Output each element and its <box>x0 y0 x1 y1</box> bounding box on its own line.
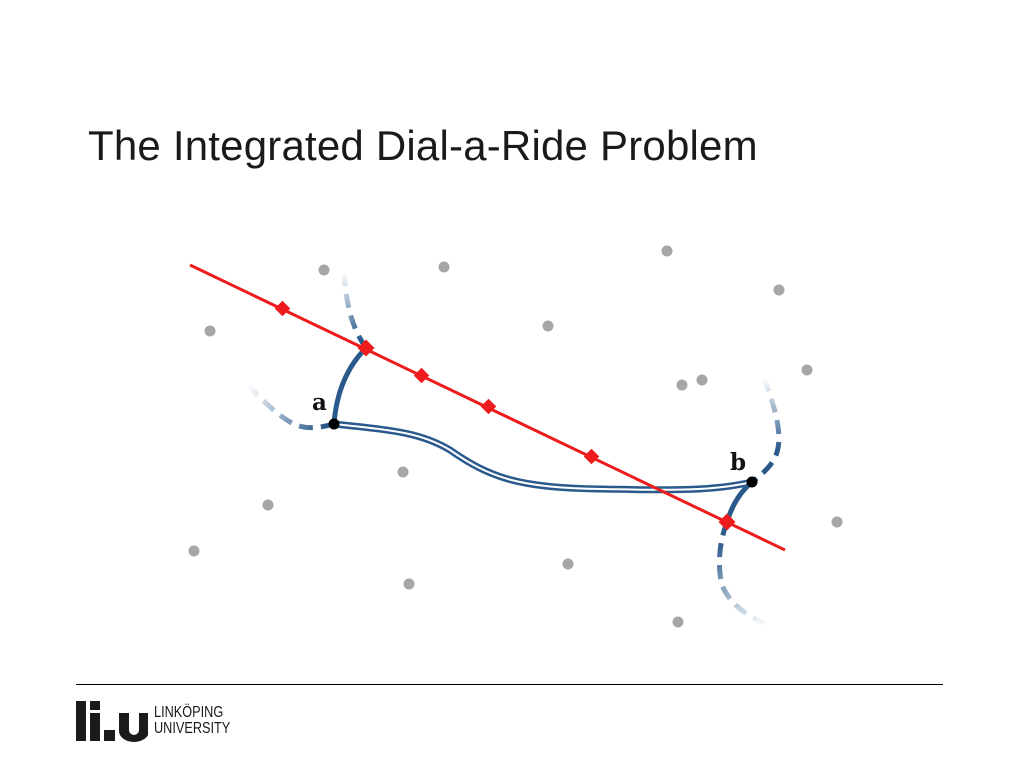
node-label-a: a <box>312 389 327 416</box>
footer-divider <box>76 684 943 685</box>
background-point <box>801 364 813 376</box>
feeder-route-incoming-left-a <box>246 383 335 431</box>
background-point <box>672 616 684 628</box>
background-point <box>542 320 554 332</box>
transit-stop <box>357 339 375 357</box>
background-point <box>318 264 330 276</box>
background-point <box>438 261 450 273</box>
background-point <box>204 325 216 337</box>
liu-logo-icon <box>76 701 148 742</box>
request-node-a <box>328 418 340 430</box>
transit-stop <box>274 300 291 317</box>
background-point <box>831 516 843 528</box>
background-point <box>696 374 708 386</box>
slide-title: The Integrated Dial-a-Ride Problem <box>88 122 758 169</box>
logo-wordmark: LINKÖPING UNIVERSITY <box>154 705 230 737</box>
feeder-route-incoming-top-a <box>341 271 369 350</box>
transit-stop <box>413 367 430 384</box>
background-point <box>262 499 274 511</box>
direct-ride-route <box>333 420 753 494</box>
feeder-leg-a-to-stop <box>331 346 368 425</box>
logo-line-2: UNIVERSITY <box>154 720 231 737</box>
feeder-route-incoming-top-b <box>750 377 782 484</box>
logo-line-1: LINKÖPING <box>154 704 224 721</box>
request-node-b <box>746 476 758 488</box>
dial-a-ride-diagram: a b <box>188 245 843 628</box>
transit-stop <box>718 513 736 531</box>
background-point <box>188 545 200 557</box>
fading-feeder-routes <box>246 271 782 628</box>
background-point <box>562 558 574 570</box>
background-point <box>403 578 415 590</box>
background-point <box>661 245 673 257</box>
liu-logo: LINKÖPING UNIVERSITY <box>76 700 247 742</box>
transit-stop <box>583 448 600 465</box>
background-point <box>676 379 688 391</box>
node-label-b: b <box>730 449 746 476</box>
background-point <box>773 284 785 296</box>
background-point <box>397 466 409 478</box>
background-points <box>188 245 843 628</box>
